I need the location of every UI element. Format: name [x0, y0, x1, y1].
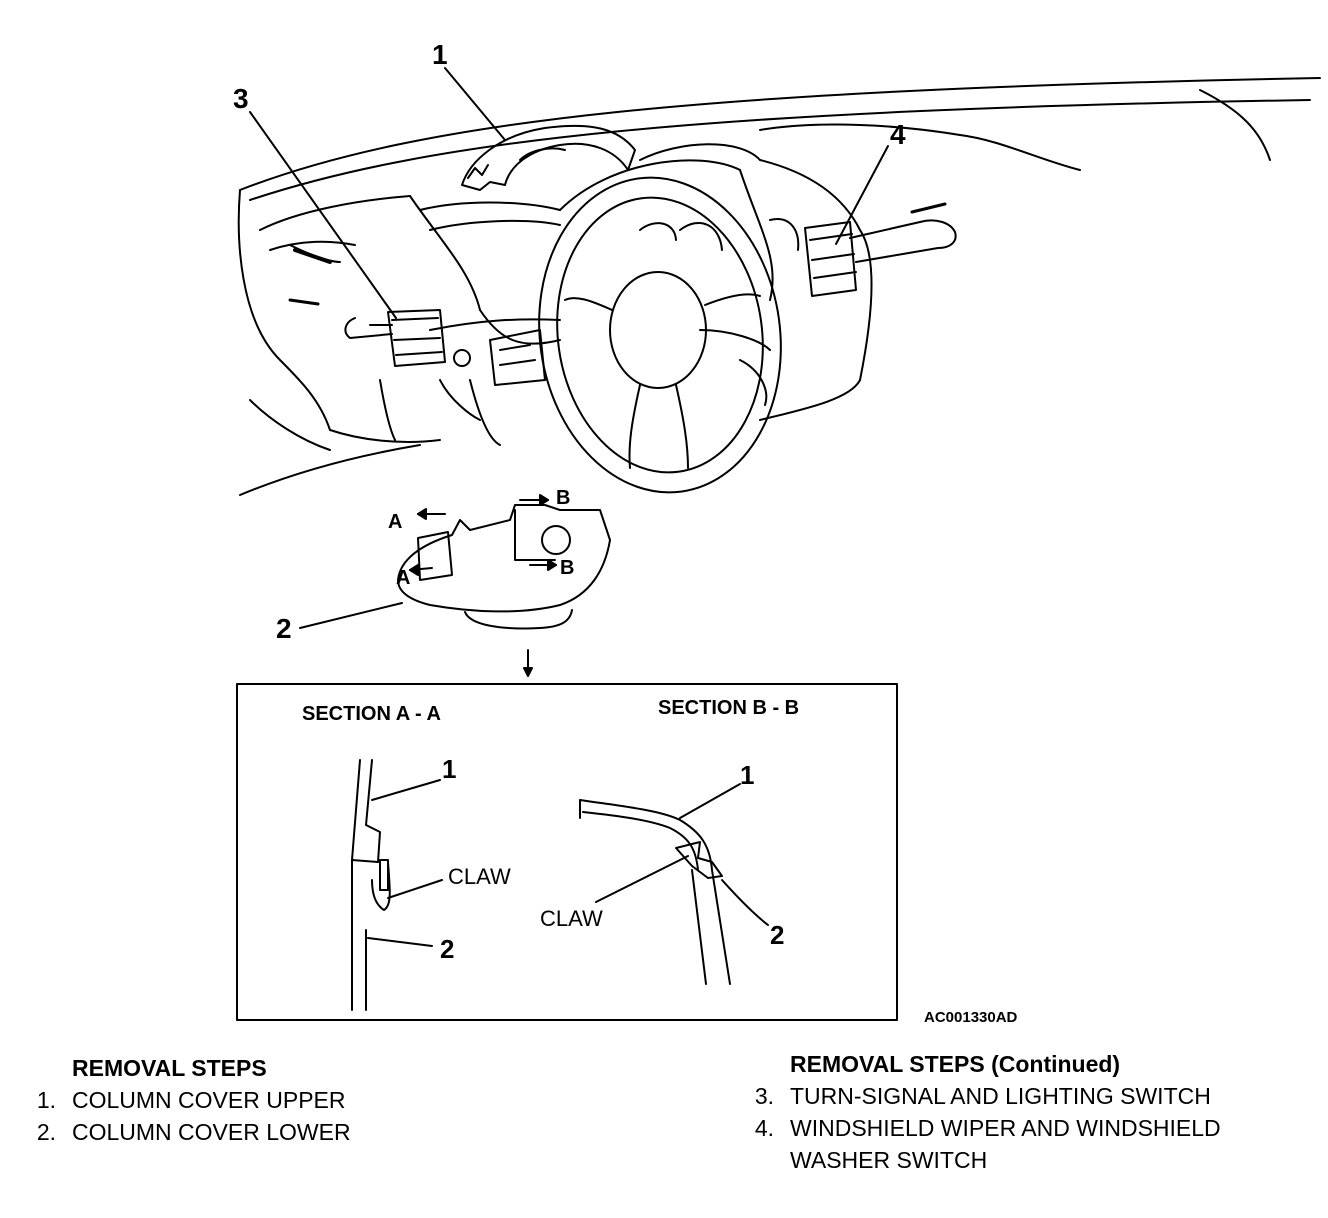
- section-b-bottom-label: B: [560, 557, 574, 579]
- callout-1: 1: [432, 39, 448, 70]
- section-a-part-2: 2: [440, 934, 454, 964]
- section-a-claw-label: CLAW: [448, 864, 511, 889]
- wiper-switch: [804, 202, 957, 297]
- steering-wheel: [538, 176, 782, 494]
- step-number: 3.: [754, 1083, 774, 1109]
- step-text: COLUMN COVER LOWER: [72, 1119, 351, 1145]
- leader-lines: [249, 67, 889, 629]
- section-b-title: SECTION B - B: [658, 697, 799, 719]
- list-item: 3. TURN-SIGNAL AND LIGHTING SWITCH: [730, 1080, 1320, 1112]
- section-b-claw-label: CLAW: [540, 906, 603, 931]
- step-text: WINDSHIELD WIPER AND WINDSHIELD: [790, 1115, 1221, 1141]
- dashboard-illustration: [237, 77, 1321, 496]
- section-a-part-1: 1: [442, 754, 456, 784]
- step-number: 1.: [36, 1087, 56, 1113]
- callout-2: 2: [276, 613, 292, 644]
- step-text: COLUMN COVER UPPER: [72, 1087, 346, 1113]
- step-number: 4.: [754, 1115, 774, 1141]
- column-cover-upper: [461, 124, 636, 191]
- list-item: 2. COLUMN COVER LOWER: [28, 1116, 588, 1148]
- section-b-top-label: B: [556, 487, 570, 509]
- section-b-part-2: 2: [770, 920, 784, 950]
- list-item: 4. WINDSHIELD WIPER AND WINDSHIELD: [730, 1112, 1320, 1144]
- turn-signal-switch: [288, 298, 446, 367]
- list-item: 1. COLUMN COVER UPPER: [28, 1084, 588, 1116]
- removal-steps-list: REMOVAL STEPS 1. COLUMN COVER UPPER 2. C…: [28, 1052, 588, 1148]
- list-item: WASHER SWITCH: [730, 1144, 1320, 1176]
- section-a-title: SECTION A - A: [302, 703, 441, 725]
- section-a-bottom-label: A: [396, 567, 410, 589]
- column-cover-lower: [397, 504, 611, 677]
- figure-code: AC001330AD: [924, 1009, 1018, 1026]
- section-markers: [409, 494, 557, 576]
- removal-steps-continued-heading: REMOVAL STEPS (Continued): [790, 1051, 1121, 1077]
- step-number: [730, 1144, 790, 1176]
- section-b-drawing: [579, 783, 769, 985]
- section-a-top-label: A: [388, 511, 402, 533]
- section-a-drawing: [351, 759, 443, 1011]
- callout-3: 3: [233, 83, 249, 114]
- section-b-part-1: 1: [740, 760, 754, 790]
- callout-4: 4: [890, 119, 906, 150]
- section-box: [236, 683, 898, 1021]
- removal-steps-continued-list: REMOVAL STEPS (Continued) 3. TURN-SIGNAL…: [730, 1048, 1320, 1176]
- step-text: WASHER SWITCH: [790, 1147, 988, 1173]
- removal-diagram: 1 3 4 2 A A B B SECTION A - A SECTION B …: [233, 39, 1321, 1026]
- removal-steps-heading: REMOVAL STEPS: [72, 1055, 267, 1081]
- step-text: TURN-SIGNAL AND LIGHTING SWITCH: [790, 1083, 1211, 1109]
- step-number: 2.: [36, 1119, 56, 1145]
